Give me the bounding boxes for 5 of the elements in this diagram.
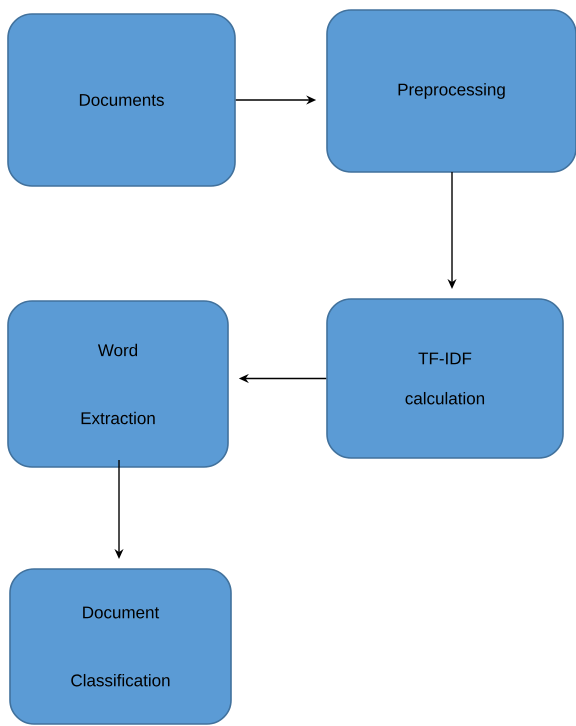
process-box: Word Extraction <box>7 300 229 468</box>
process-box: Document Classification <box>9 568 232 725</box>
process-box: Documents <box>7 13 236 187</box>
process-box: TF-IDF calculation <box>326 298 564 459</box>
process-box: Preprocessing <box>326 9 576 173</box>
